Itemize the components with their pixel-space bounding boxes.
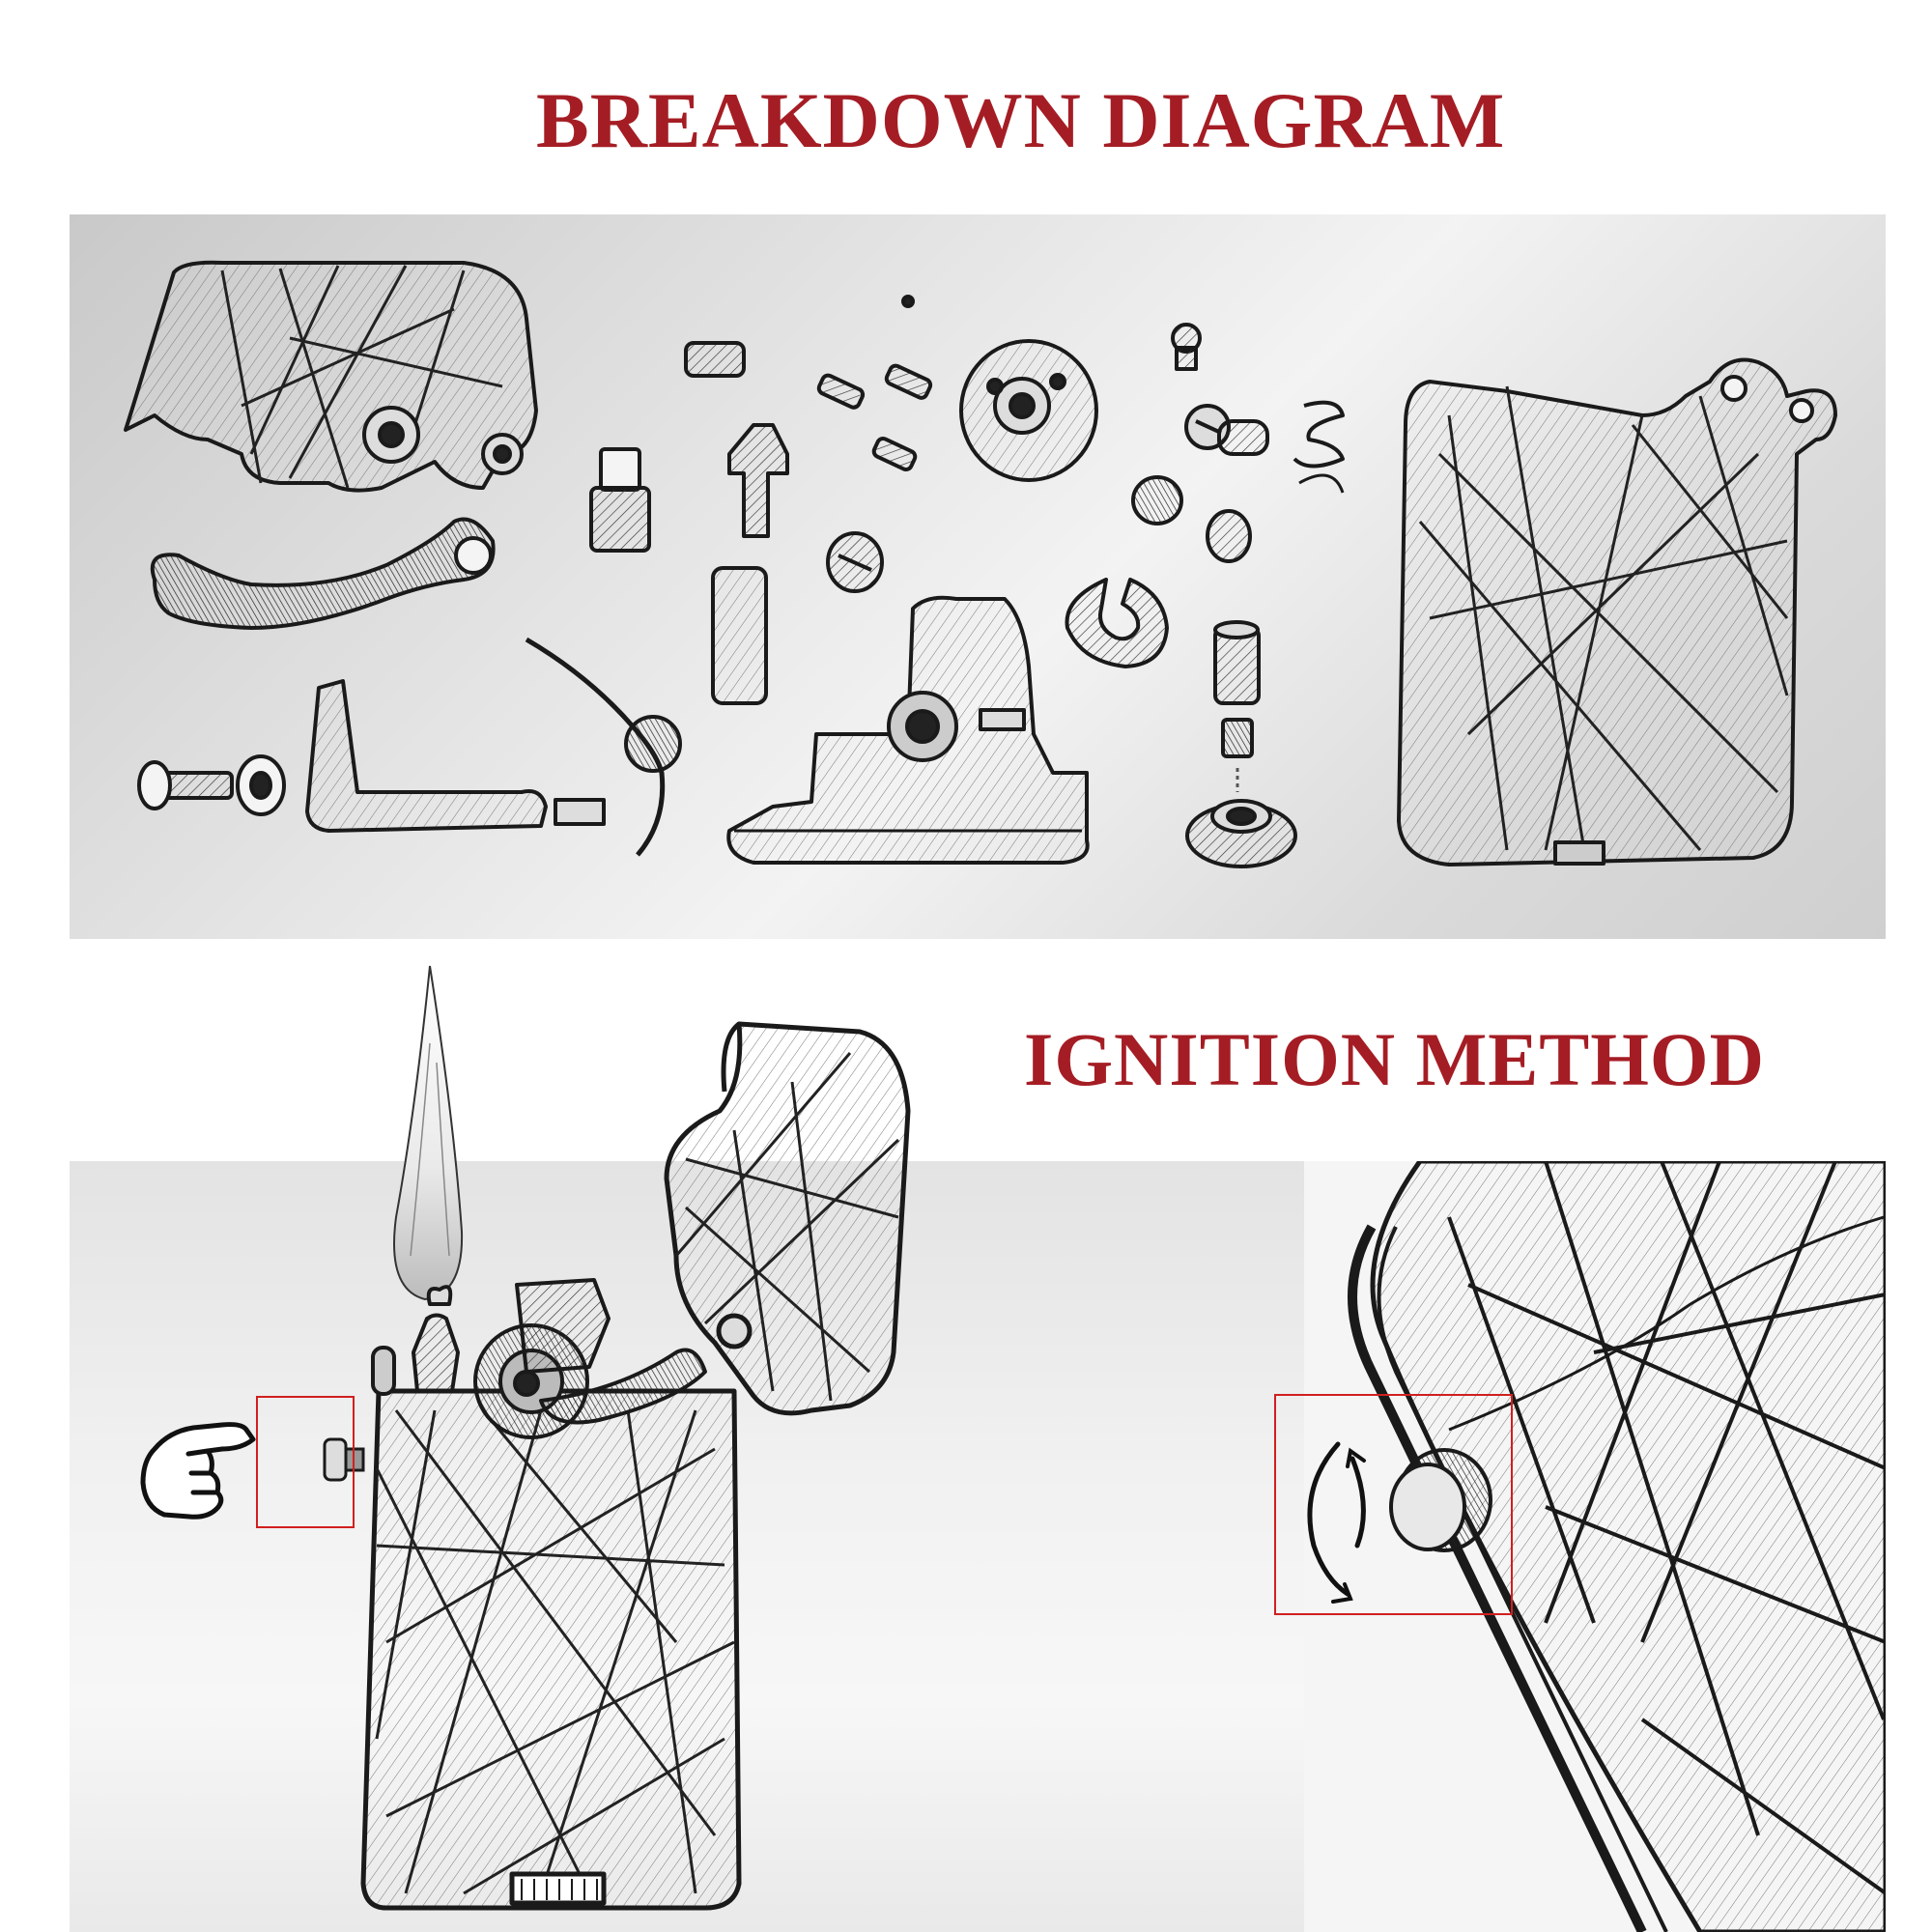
case-body-part [1397, 357, 1837, 867]
flint-tube-parts [589, 295, 933, 705]
chimney-insert-part [726, 595, 1090, 865]
screw-parts [826, 323, 1345, 593]
flint-wheel-part [959, 339, 1098, 482]
adjuster-highlight-box [1274, 1394, 1513, 1615]
ignition-button[interactable] [323, 1437, 365, 1482]
cam-lever-part [150, 517, 496, 630]
lid-part [124, 260, 538, 493]
breakdown-diagram-title: BREAKDOWN DIAGRAM [536, 76, 1506, 164]
lighter-body [360, 1388, 742, 1911]
ignition-method-title: IGNITION METHOD [1024, 1017, 1765, 1101]
lighter-insert-top [371, 1278, 707, 1439]
flame [393, 965, 464, 1301]
pivot-screw-part [137, 754, 286, 816]
wick-part [525, 637, 682, 857]
pointing-hand-icon [140, 1422, 256, 1520]
zoom-detail-view [1304, 1161, 1886, 1932]
rotate-arrows-icon [1307, 1441, 1366, 1604]
spring-bracket-part [305, 679, 606, 833]
button-highlight-box [256, 1396, 355, 1528]
spring-clip-part [1065, 578, 1169, 668]
filler-screw-parts [1185, 620, 1297, 868]
open-lid [664, 1021, 911, 1416]
